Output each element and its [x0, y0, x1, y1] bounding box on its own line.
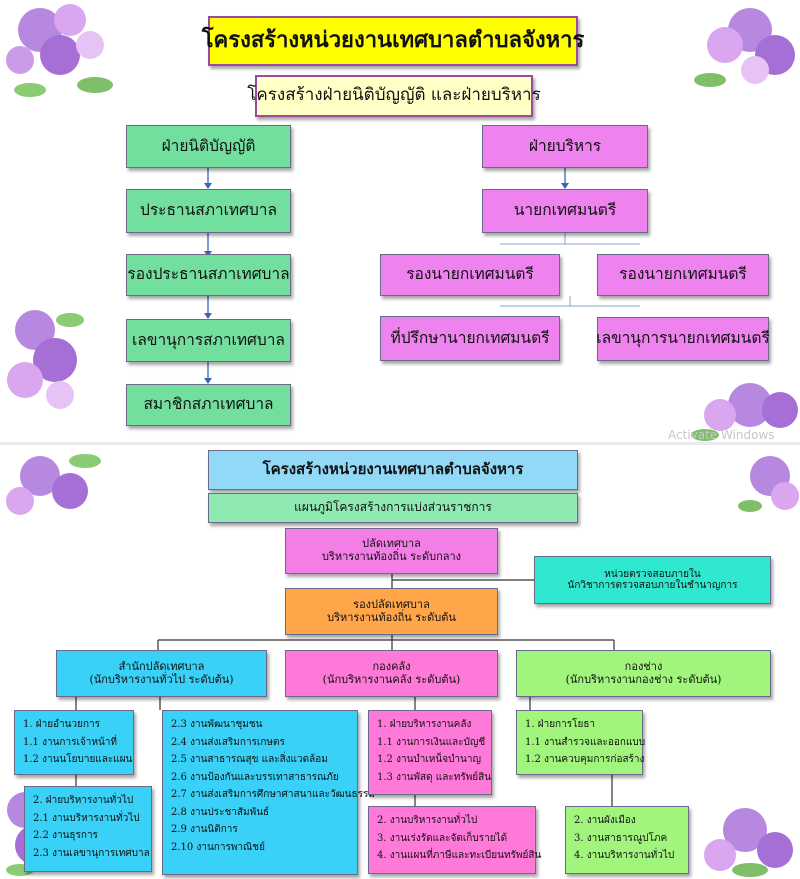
council-president: ประธานสภาเทศบาล — [126, 189, 291, 233]
internal-audit-unit: หน่วยตรวจสอบภายใน นักวิชาการตรวจสอบภายใน… — [534, 556, 771, 604]
executive-head: ฝ่ายบริหาร — [482, 125, 648, 168]
clerk-office-group-3: 2.3 งานพัฒนาชุมชน 2.4 งานส่งเสริมการเกษต… — [162, 710, 375, 875]
council-secretary: เลขานุการสภาเทศบาล — [126, 319, 291, 362]
mayor-secretary: เลขานุการนายกเทศมนตรี — [596, 317, 770, 361]
flower-decoration-icon — [694, 8, 795, 87]
flower-decoration-icon — [6, 454, 101, 515]
engineering-group-2: 2. งานผังเมือง 3. งานสาธารณูปโภค 4. งานบ… — [565, 806, 689, 874]
watermark-text: Activate Windows — [668, 428, 775, 442]
part1-title: โครงสร้างหน่วยงานเทศบาลตำบลจังหาร — [202, 16, 584, 66]
deputy-mayor-2: รองนายกเทศมนตรี — [597, 254, 769, 296]
flower-decoration-icon — [738, 456, 799, 512]
clerk-office-group-2: 2. ฝ่ายบริหารงานทั่วไป 2.1 งานบริหารงานท… — [24, 786, 152, 872]
part2-subtitle: แผนภูมิโครงสร้างการแบ่งส่วนราชการ — [208, 493, 578, 523]
finance-group-1: 1. ฝ่ายบริหารงานคลัง 1.1 งานการเงินและบั… — [368, 710, 492, 795]
deputy-mayor-1: รองนายกเทศมนตรี — [380, 254, 560, 296]
finance-group-2: 2. งานบริหารงานทั่วไป 3. งานเร่งรัดและจั… — [368, 806, 541, 874]
flower-decoration-icon — [691, 383, 798, 441]
section-divider — [0, 442, 800, 445]
mayor: นายกเทศมนตรี — [482, 189, 648, 233]
clerk-office-group-1: 1. ฝ่ายอำนวยการ 1.1 งานการเจ้าหน้าที่ 1.… — [14, 710, 134, 775]
part1-subtitle: โครงสร้างฝ่ายนิติบัญญัติ และฝ่ายบริหาร — [247, 75, 541, 117]
flower-decoration-icon — [704, 808, 793, 877]
mayor-advisor: ที่ปรึกษานายกเทศมนตรี — [380, 316, 560, 361]
division-clerk-office: สำนักปลัดเทศบาล (นักบริหารงานทั่วไป ระดั… — [56, 650, 267, 697]
council-member: สมาชิกสภาเทศบาล — [126, 384, 291, 426]
part2-title: โครงสร้างหน่วยงานเทศบาลตำบลจังหาร — [208, 450, 578, 490]
division-engineering: กองช่าง (นักบริหารงานกองช่าง ระดับต้น) — [516, 650, 771, 697]
engineering-group-1: 1. ฝ่ายการโยธา 1.1 งานสำรวจและออกแบบ 1.2… — [516, 710, 645, 775]
flower-decoration-icon — [7, 310, 84, 409]
flower-decoration-icon — [6, 4, 113, 97]
legislative-head: ฝ่ายนิติบัญญัติ — [126, 125, 291, 168]
municipal-clerk: ปลัดเทศบาล บริหารงานท้องถิ่น ระดับกลาง — [285, 528, 498, 574]
deputy-municipal-clerk: รองปลัดเทศบาล บริหารงานท้องถิ่น ระดับต้น — [285, 588, 498, 635]
council-vice-president: รองประธานสภาเทศบาล — [126, 254, 291, 296]
division-finance: กองคลัง (นักบริหารงานคลัง ระดับต้น) — [285, 650, 498, 697]
